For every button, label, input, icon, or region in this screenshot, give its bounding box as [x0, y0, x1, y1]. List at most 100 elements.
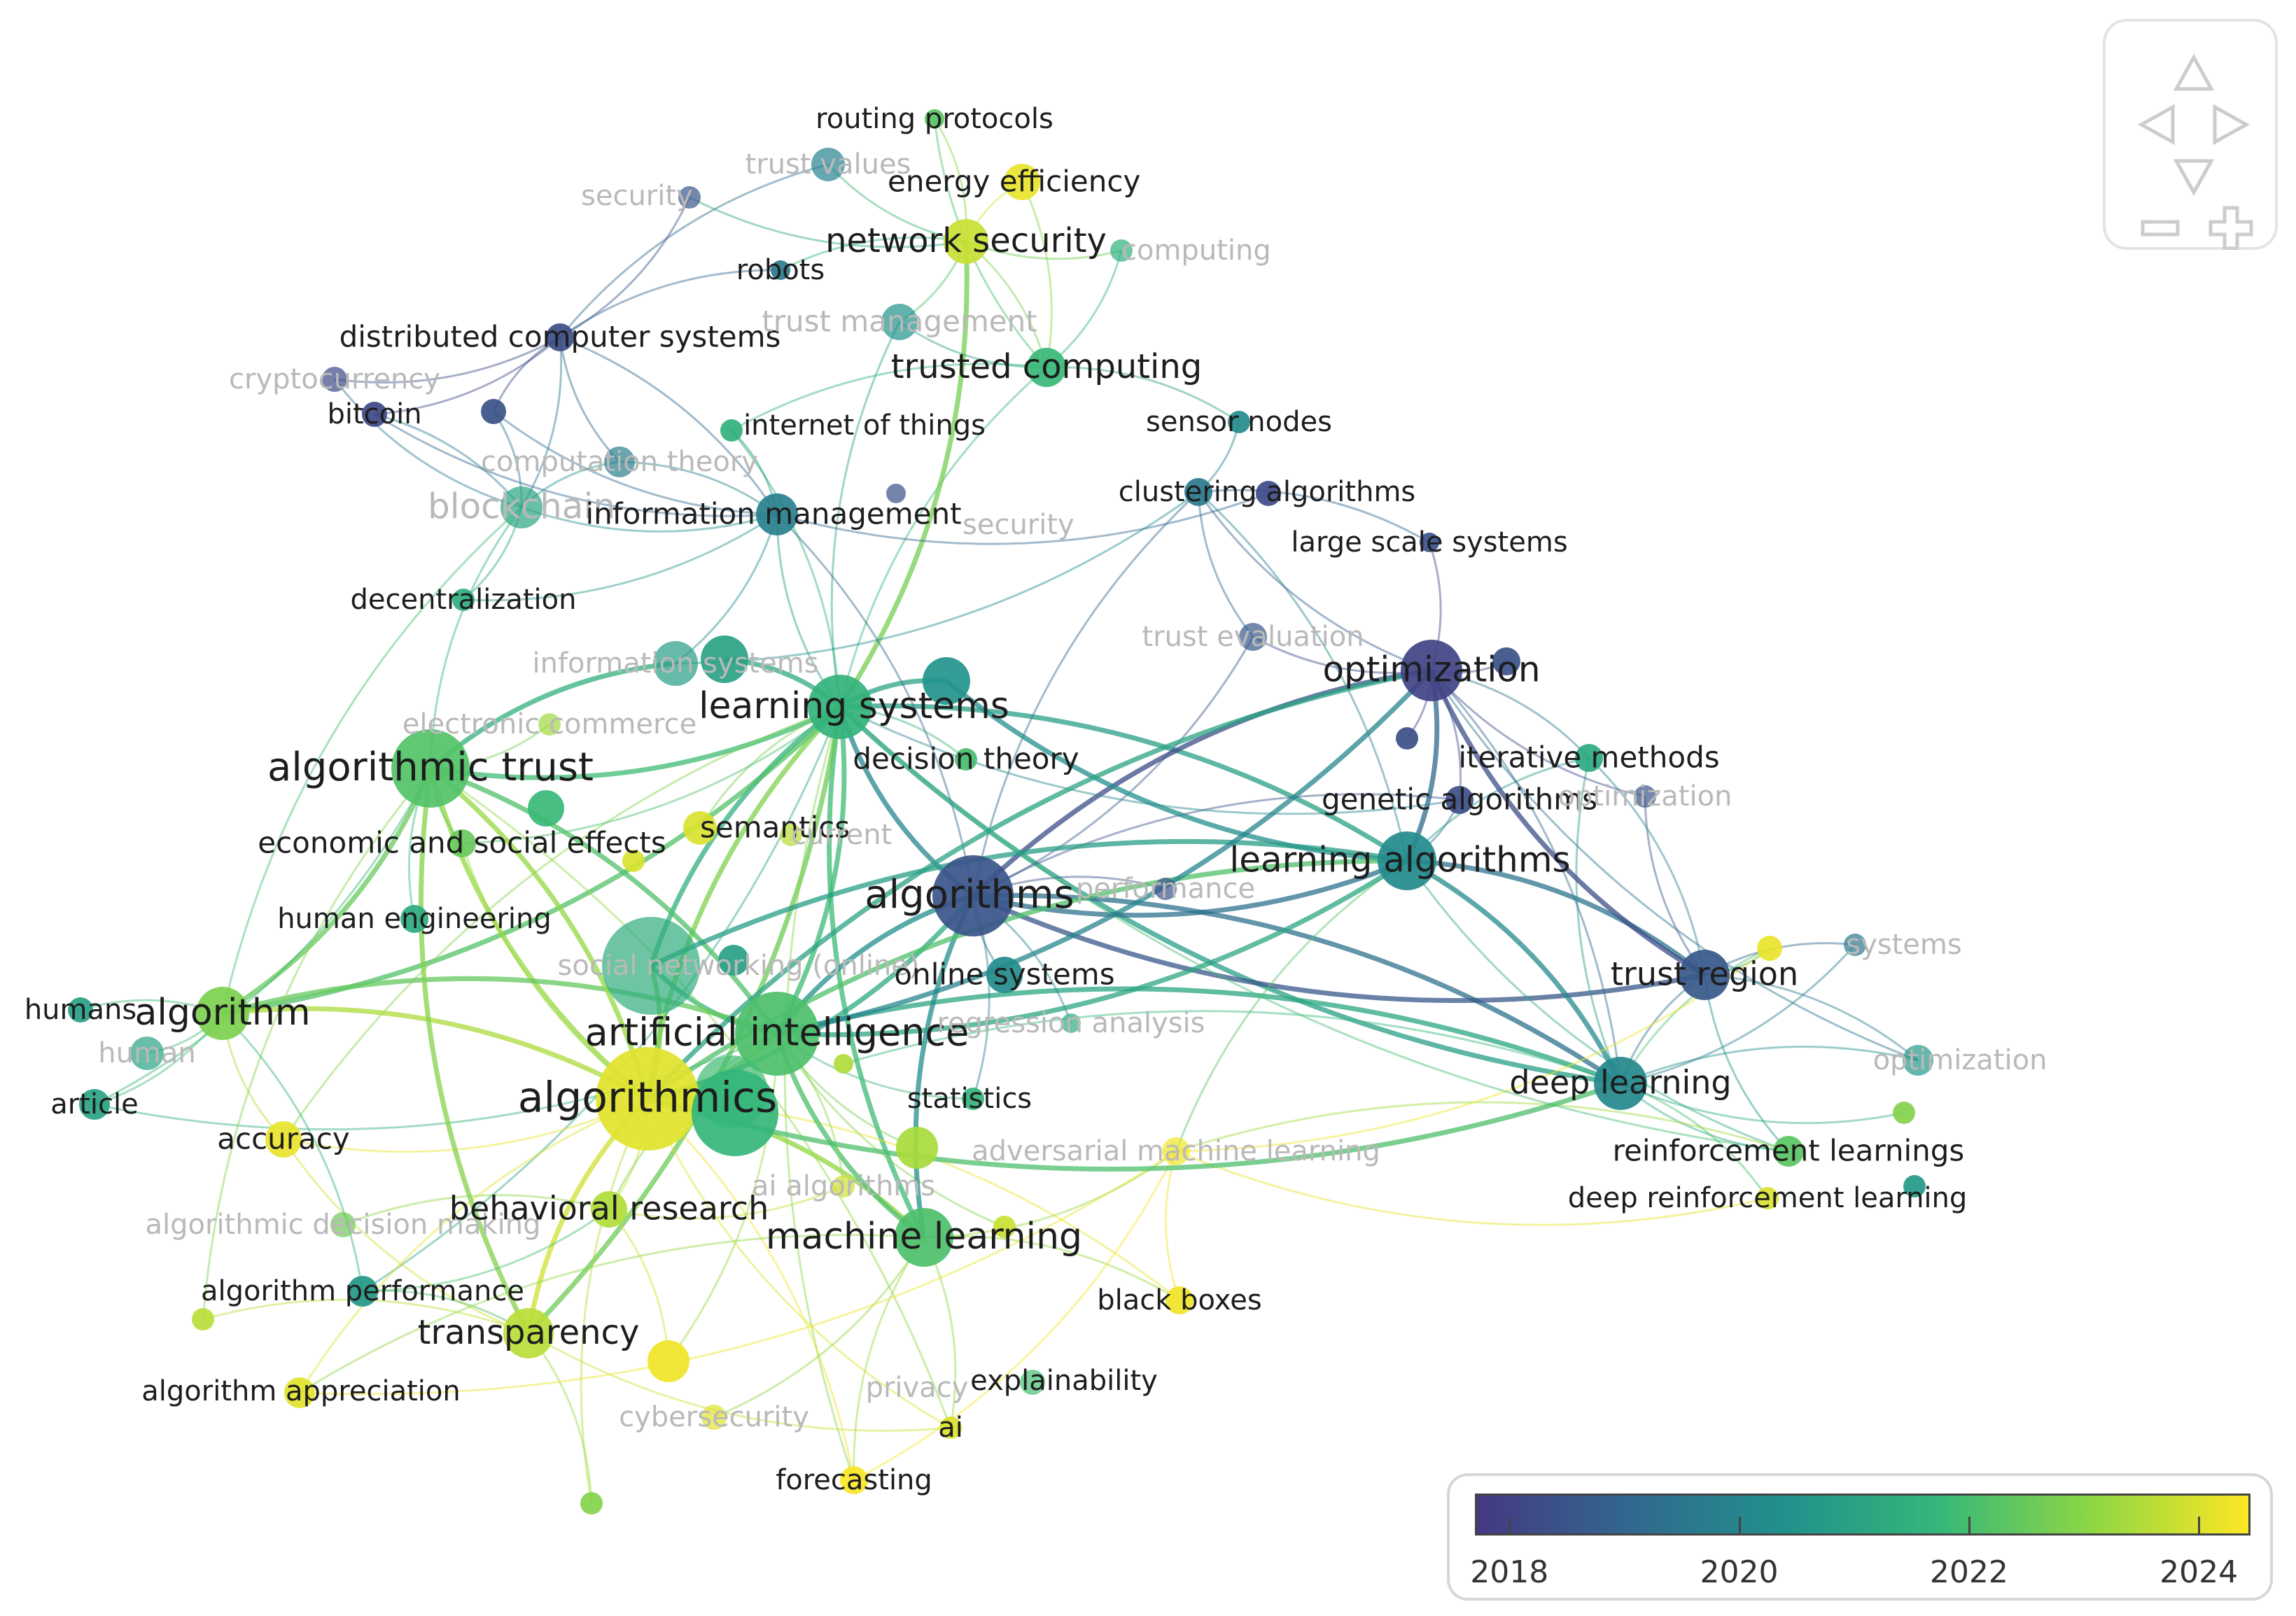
keyword-node[interactable]	[1004, 164, 1040, 200]
keyword-label[interactable]: online systems	[894, 957, 1114, 992]
keyword-label[interactable]: semantics	[700, 810, 850, 845]
keyword-label[interactable]: reinforcement learnings	[1613, 1134, 1965, 1168]
minus-icon[interactable]	[2141, 220, 2180, 237]
keyword-node[interactable]	[546, 323, 574, 351]
keyword-label[interactable]: large scale systems	[1291, 526, 1567, 558]
keyword-label[interactable]: iterative methods	[1458, 740, 1719, 775]
keyword-label[interactable]: artificial intelligence	[585, 1011, 969, 1055]
keyword-node[interactable]	[1020, 1370, 1045, 1395]
keyword-node[interactable]	[692, 1069, 778, 1156]
keyword-label[interactable]: explainability	[970, 1365, 1158, 1397]
keyword-node[interactable]	[362, 402, 387, 427]
keyword-label[interactable]: decentralization	[351, 584, 577, 616]
keyword-node[interactable]	[701, 635, 748, 683]
keyword-node[interactable]	[771, 260, 790, 280]
keyword-node[interactable]	[1162, 1137, 1190, 1165]
keyword-label[interactable]: clustering algorithms	[1119, 476, 1416, 508]
keyword-node[interactable]	[834, 1054, 853, 1074]
keyword-label[interactable]: transparency	[418, 1313, 640, 1352]
plus-icon[interactable]	[2208, 206, 2253, 250]
keyword-node[interactable]	[1378, 831, 1436, 890]
keyword-label[interactable]: security	[962, 509, 1074, 541]
keyword-label[interactable]: human	[98, 1037, 196, 1069]
keyword-node[interactable]	[528, 790, 564, 827]
keyword-label[interactable]: algorithms	[864, 872, 1074, 918]
keyword-node[interactable]	[811, 148, 845, 181]
keyword-node[interactable]	[1166, 1286, 1194, 1314]
keyword-label[interactable]: behavioral research	[449, 1190, 769, 1228]
keyword-node[interactable]	[939, 1417, 962, 1439]
keyword-node[interactable]	[986, 957, 1023, 993]
keyword-label[interactable]: algorithmics	[518, 1074, 778, 1123]
keyword-label[interactable]: algorithmic trust	[267, 745, 594, 790]
keyword-node[interactable]	[602, 917, 700, 1015]
keyword-node[interactable]	[68, 997, 93, 1023]
keyword-node[interactable]	[735, 992, 819, 1076]
keyword-node[interactable]	[591, 1191, 627, 1228]
keyword-node[interactable]	[1239, 623, 1267, 651]
keyword-label[interactable]: algorithm appreciation	[141, 1375, 460, 1407]
keyword-node[interactable]	[840, 1466, 868, 1494]
keyword-label[interactable]: ai	[938, 1412, 963, 1444]
keyword-node[interactable]	[648, 1340, 690, 1382]
keyword-label[interactable]: social networking (online)	[558, 950, 920, 982]
keyword-label[interactable]: human engineering	[277, 903, 552, 935]
keyword-label[interactable]: ai algorithms	[752, 1170, 935, 1202]
keyword-node[interactable]	[932, 855, 1014, 936]
keyword-label[interactable]: trust region	[1611, 955, 1798, 993]
keyword-node[interactable]	[955, 748, 977, 771]
keyword-node[interactable]	[1027, 348, 1066, 387]
keyword-node[interactable]	[452, 589, 475, 611]
keyword-node[interactable]	[1575, 744, 1603, 772]
keyword-label[interactable]: optimization	[1322, 649, 1540, 690]
keyword-label[interactable]: learning systems	[699, 685, 1009, 727]
keyword-node[interactable]	[1773, 1136, 1804, 1167]
keyword-label[interactable]: distributed computer systems	[340, 320, 781, 354]
keyword-label[interactable]: article	[50, 1088, 138, 1120]
keyword-node[interactable]	[391, 729, 470, 808]
keyword-label[interactable]: economic and social effects	[258, 826, 666, 860]
keyword-label[interactable]: performance	[1076, 873, 1255, 905]
keyword-node[interactable]	[678, 186, 701, 209]
keyword-node[interactable]	[1154, 878, 1177, 900]
keyword-node[interactable]	[653, 641, 698, 686]
down-arrow-icon[interactable]	[2173, 159, 2215, 197]
keyword-node[interactable]	[284, 1377, 315, 1408]
keyword-label[interactable]: deep learning	[1509, 1064, 1731, 1102]
keyword-label[interactable]: information management	[585, 497, 961, 531]
keyword-label[interactable]: optimization	[1873, 1044, 2047, 1076]
keyword-label[interactable]: trusted computing	[891, 347, 1203, 386]
keyword-label[interactable]: current	[791, 819, 892, 851]
keyword-node[interactable]	[580, 1492, 603, 1515]
keyword-node[interactable]	[330, 1212, 356, 1237]
keyword-node[interactable]	[1228, 411, 1250, 433]
keyword-node[interactable]	[130, 1037, 164, 1070]
right-arrow-icon[interactable]	[2213, 104, 2250, 146]
keyword-label[interactable]: cryptocurrency	[229, 363, 440, 395]
keyword-node[interactable]	[895, 1208, 953, 1267]
keyword-node[interactable]	[196, 987, 249, 1040]
keyword-label[interactable]: algorithmic decision making	[146, 1209, 541, 1241]
keyword-label[interactable]: privacy	[866, 1372, 969, 1404]
keyword-node[interactable]	[720, 419, 743, 442]
keyword-node[interactable]	[1757, 936, 1782, 961]
keyword-node[interactable]	[701, 1405, 727, 1430]
keyword-node[interactable]	[896, 1127, 938, 1169]
keyword-label[interactable]: security	[581, 180, 693, 212]
keyword-node[interactable]	[1061, 1013, 1081, 1033]
keyword-node[interactable]	[400, 905, 428, 933]
keyword-label[interactable]: sensor nodes	[1146, 406, 1332, 438]
keyword-label[interactable]: optimization	[1558, 780, 1732, 813]
keyword-label[interactable]: energy efficiency	[888, 164, 1140, 199]
keyword-label[interactable]: internet of things	[743, 409, 986, 442]
keyword-label[interactable]: statistics	[907, 1083, 1032, 1115]
keyword-node[interactable]	[192, 1308, 214, 1330]
keyword-node[interactable]	[832, 1175, 855, 1197]
keyword-label[interactable]: genetic algorithms	[1322, 782, 1597, 817]
keyword-node[interactable]	[1903, 1045, 1933, 1076]
keyword-label[interactable]: bitcoin	[327, 398, 421, 430]
keyword-node[interactable]	[538, 713, 561, 736]
keyword-node[interactable]	[1446, 786, 1474, 814]
keyword-label[interactable]: trust evaluation	[1142, 621, 1364, 653]
